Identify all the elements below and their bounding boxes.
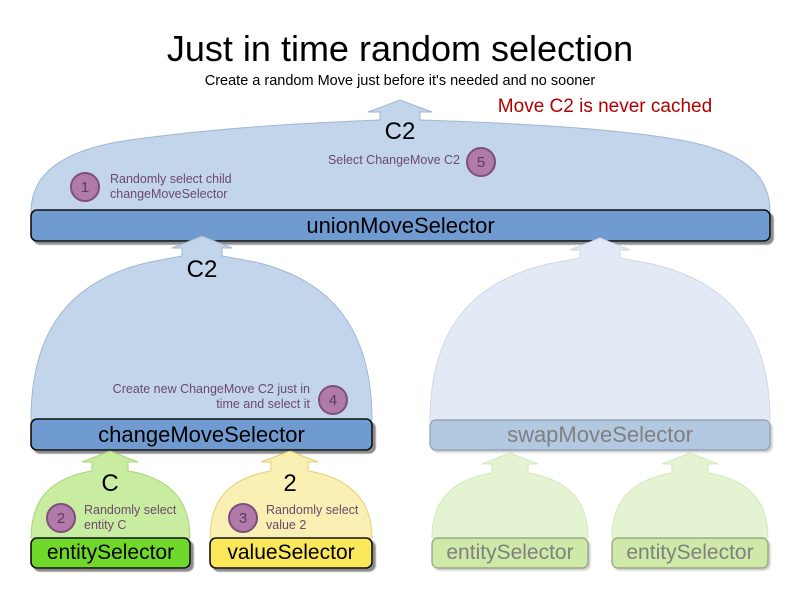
step-2-badge: 2	[46, 503, 76, 533]
step-3-badge: 3	[228, 503, 258, 533]
swap-entity-selector-2-label: entitySelector	[626, 541, 754, 564]
step-4-badge: 4	[318, 385, 348, 415]
value-selector-box[interactable]	[209, 537, 373, 569]
step-3-text: Randomly select value 2	[266, 503, 359, 532]
swap-entity-selector-1-box[interactable]	[431, 537, 589, 569]
step-5-text: Select ChangeMove C2	[327, 153, 460, 167]
swap-entity-1-output-hill	[431, 452, 589, 539]
step-1-badge: 1	[70, 172, 100, 202]
step-1-text: Randomly select child changeMoveSelector	[110, 172, 232, 201]
change-flow-label: C2	[186, 256, 218, 283]
change-output-hill	[30, 235, 373, 421]
step-5-badge: 5	[466, 147, 496, 177]
swap-move-selector-label: swapMoveSelector	[507, 422, 693, 447]
union-output-hill	[30, 99, 771, 213]
change-move-selector-label: changeMoveSelector	[98, 421, 305, 447]
step-2-text: Randomly select entity C	[84, 503, 177, 532]
entity-selector-label: entitySelector	[46, 541, 175, 564]
value-flow-label: 2	[283, 470, 297, 497]
step-4-text: Create new ChangeMove C2 just in time an…	[112, 382, 310, 411]
swap-entity-selector-2-box[interactable]	[611, 537, 769, 569]
entity-selector-box[interactable]	[30, 537, 191, 569]
swap-output-hill	[429, 237, 771, 422]
page-subtitle: Create a random Move just before it's ne…	[204, 73, 596, 89]
union-move-selector-box[interactable]	[30, 209, 771, 242]
never-cached-note: Move C2 is never cached	[497, 96, 713, 117]
change-move-selector-box[interactable]	[30, 418, 373, 451]
swap-move-selector-box[interactable]	[429, 419, 771, 451]
swap-entity-selector-1-label: entitySelector	[446, 541, 574, 564]
swap-entity-2-output-hill	[611, 452, 769, 539]
value-selector-label: valueSelector	[227, 541, 355, 564]
entity-flow-label: C	[101, 470, 119, 497]
union-move-selector-label: unionMoveSelector	[306, 212, 495, 238]
page-title: Just in time random selection	[166, 28, 634, 69]
union-flow-label: C2	[384, 118, 416, 145]
